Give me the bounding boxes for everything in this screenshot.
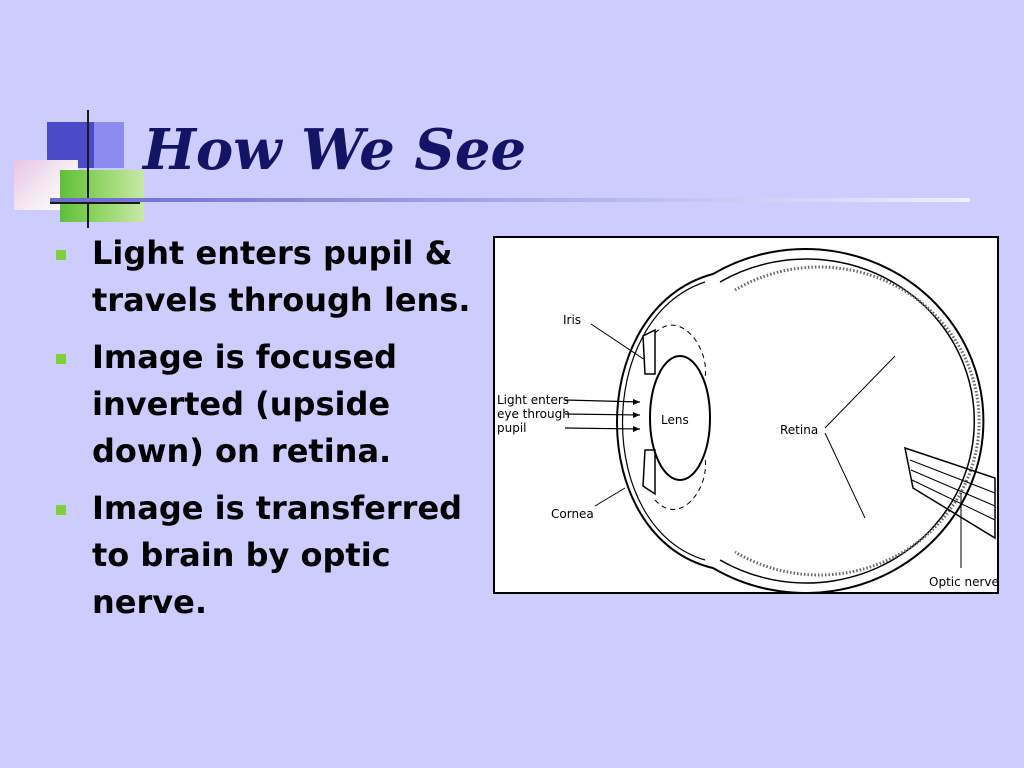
decor-vertical-line (87, 110, 89, 228)
cornea-inner-curve (622, 281, 706, 561)
iris-upper (642, 328, 656, 375)
bullet-marker-icon (56, 354, 66, 364)
decor-horizontal-line (50, 202, 140, 204)
ciliary-dashed-upper (654, 324, 707, 379)
light-arrowheads (633, 399, 640, 432)
label-lens: Lens (661, 413, 689, 427)
label-cornea: Cornea (551, 507, 594, 521)
bullet-list: Light enters pupil & travels through len… (50, 230, 490, 636)
bullet-item: Image is transferred to brain by optic n… (50, 485, 490, 626)
bullet-marker-icon (56, 505, 66, 515)
eye-inner-wall (719, 258, 976, 584)
label-iris: Iris (563, 313, 581, 327)
bullet-item: Image is focused inverted (upside down) … (50, 334, 490, 475)
iris-lower (642, 449, 656, 496)
label-optic-nerve: Optic nerve (929, 575, 997, 589)
label-light-enters: Light enters (497, 393, 569, 407)
cornea-leader (594, 487, 626, 507)
bullet-marker-icon (56, 250, 66, 260)
decor-square-green (60, 170, 144, 222)
ciliary-dashed-lower (654, 457, 707, 510)
eye-diagram: Iris Light enters eye through pupil Lens… (493, 236, 999, 594)
cornea-curve (616, 273, 714, 569)
retina-leader (824, 355, 896, 519)
iris-leader (590, 323, 646, 361)
bullet-text: Light enters pupil & travels through len… (92, 234, 471, 319)
optic-nerve-fibers (909, 459, 996, 521)
lens-shape (649, 355, 711, 481)
eye-diagram-svg: Iris Light enters eye through pupil Lens… (497, 248, 997, 592)
eye-outer-wall (712, 248, 985, 592)
bullet-item: Light enters pupil & travels through len… (50, 230, 490, 324)
slide-title: How We See (143, 117, 527, 183)
optic-nerve (904, 446, 996, 540)
retina-layer (734, 265, 981, 577)
bullet-text: Image is focused inverted (upside down) … (92, 338, 398, 470)
label-pupil: pupil (497, 421, 527, 435)
decor-square-lightblue (94, 122, 124, 168)
bullet-text: Image is transferred to brain by optic n… (92, 489, 463, 621)
label-eye-through: eye through (497, 407, 570, 421)
label-retina: Retina (780, 423, 818, 437)
title-underline (50, 198, 970, 202)
light-arrow (564, 399, 641, 430)
